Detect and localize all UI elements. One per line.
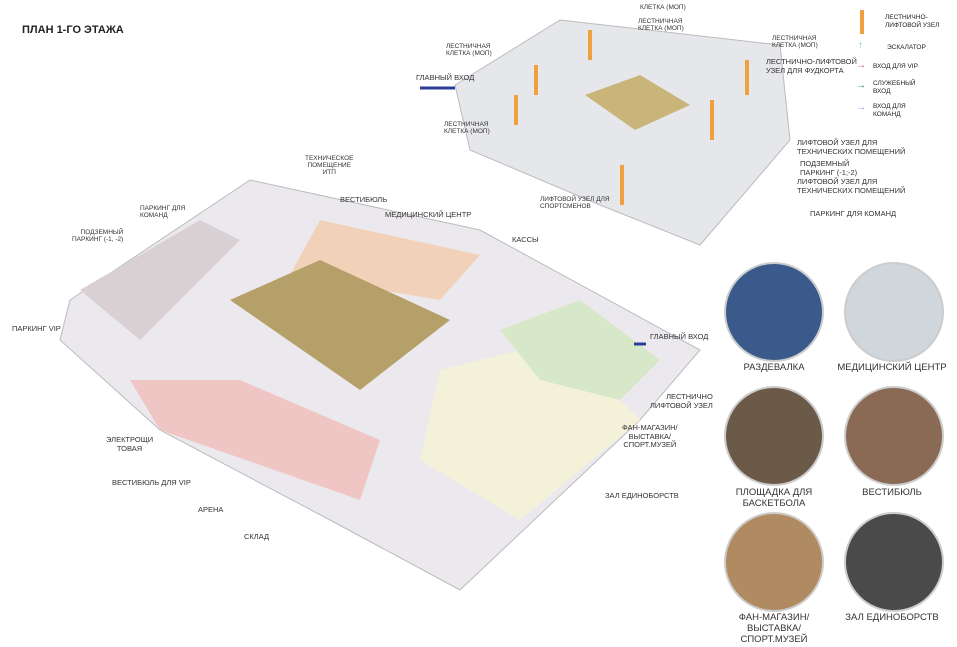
label-underground-parking: ПОДЗЕМНЫЙ ПАРКИНГ (-1;-2): [800, 159, 858, 177]
label-team-parking: ПАРКИНГ ДЛЯ КОМАНД: [140, 205, 186, 219]
label-main-entrance: ГЛАВНЫЙ ВХОД: [650, 332, 709, 341]
label-tickets: КАССЫ: [512, 235, 539, 244]
label-stair: ЛЕСТНИЧНАЯ КЛЕТКА (МОП): [638, 18, 684, 32]
entrance-zone: [500, 300, 660, 400]
photo-locker-room: [724, 262, 824, 362]
label-main-entrance: ГЛАВНЫЙ ВХОД: [416, 73, 475, 82]
legend-item: СЛУЖЕБНЫЙ ВХОД: [873, 80, 916, 95]
label-tech-lift: ЛИФТОВОЙ УЗЕЛ ДЛЯ ТЕХНИЧЕСКИХ ПОМЕЩЕНИЙ: [797, 138, 906, 156]
photo-martial-arts: [844, 512, 944, 612]
photo-caption: ВЕСТИБЮЛЬ: [862, 487, 922, 498]
page-title: ПЛАН 1-ГО ЭТАЖА: [22, 24, 124, 36]
label-vip-parking: ПАРКИНГ VIP: [12, 324, 61, 333]
label-athletes-lift: ЛИФТОВОЙ УЗЕЛ ДЛЯ СПОРТСМЕНОВ: [540, 196, 610, 210]
label-underground-parking: ПОДЗЕМНЫЙ ПАРКИНГ (-1, -2): [72, 229, 124, 243]
photo-caption: ЗАЛ ЕДИНОБОРСТВ: [845, 612, 939, 623]
legend-item: ЭСКАЛАТОР: [887, 44, 926, 51]
legend-item: ВХОД ДЛЯ КОМАНД: [873, 103, 906, 118]
label-fan-shop: ФАН-МАГАЗИН/ ВЫСТАВКА/ СПОРТ.МУЗЕЙ: [622, 423, 678, 449]
photo-fan-shop: [724, 512, 824, 612]
label-arena: АРЕНА: [198, 505, 224, 514]
basketball-court-small: [585, 75, 690, 130]
label-stair: ЛЕСТНИЧНАЯ КЛЕТКА (МОП): [444, 121, 490, 135]
photo-caption: МЕДИЦИНСКИЙ ЦЕНТР: [837, 362, 947, 373]
basketball-court: [230, 260, 450, 390]
photo-basketball-court: [724, 386, 824, 486]
label-stair: ЛЕСТНИЧНАЯ КЛЕТКА (МОП): [772, 35, 818, 49]
stair-lift-icon: [860, 10, 864, 34]
photo-medical-center: [844, 262, 944, 362]
label-storage: СКЛАД: [244, 532, 270, 541]
label-stair-lift: ЛЕСТНИЧНО ЛИФТОВОЙ УЗЕЛ: [650, 392, 713, 410]
label-vestibule: ВЕСТИБЮЛЬ: [340, 195, 388, 204]
photo-caption: РАЗДЕВАЛКА: [743, 362, 805, 373]
upper-isometric-plan: [420, 19, 791, 246]
vip-arrow-icon: →: [856, 60, 866, 71]
label-tech-lift: ЛИФТОВОЙ УЗЕЛ ДЛЯ ТЕХНИЧЕСКИХ ПОМЕЩЕНИЙ: [797, 177, 906, 195]
vip-zone: [130, 380, 380, 500]
escalator-icon: ↑: [858, 40, 863, 51]
legend-item: ВХОД ДЛЯ VIP: [873, 63, 918, 70]
label-vip-vestibule: ВЕСТИБЮЛЬ ДЛЯ VIP: [112, 478, 191, 487]
photo-vestibule: [844, 386, 944, 486]
legend-item: ЛЕСТНИЧНО- ЛИФТОВОЙ УЗЕЛ: [885, 14, 940, 29]
label-martial-arts: ЗАЛ ЕДИНОБОРСТВ: [605, 491, 679, 500]
label-electrical: ЭЛЕКТРОЩИ ТОВАЯ: [106, 435, 154, 453]
service-arrow-icon: →: [856, 80, 866, 91]
label-tech-room: ТЕХНИЧЕСКОЕ ПОМЕЩЕНИЕ ИТП: [305, 155, 354, 176]
photo-caption: ФАН-МАГАЗИН/ ВЫСТАВКА/ СПОРТ.МУЗЕЙ: [738, 612, 810, 645]
main-isometric-plan: [59, 179, 701, 591]
team-arrow-icon: →: [856, 102, 866, 113]
label-team-parking: ПАРКИНГ ДЛЯ КОМАНД: [810, 209, 897, 218]
label-medical: МЕДИЦИНСКИЙ ЦЕНТР: [385, 210, 472, 219]
label-stair: КЛЕТКА (МОП): [640, 4, 686, 11]
label-foodcourt-lift: ЛЕСТНИЧНО-ЛИФТОВОЙ УЗЕЛ ДЛЯ ФУДКОРТА: [766, 57, 857, 75]
label-stair: ЛЕСТНИЧНАЯ КЛЕТКА (МОП): [446, 43, 492, 57]
photo-caption: ПЛОЩАДКА ДЛЯ БАСКЕТБОЛА: [735, 487, 813, 509]
